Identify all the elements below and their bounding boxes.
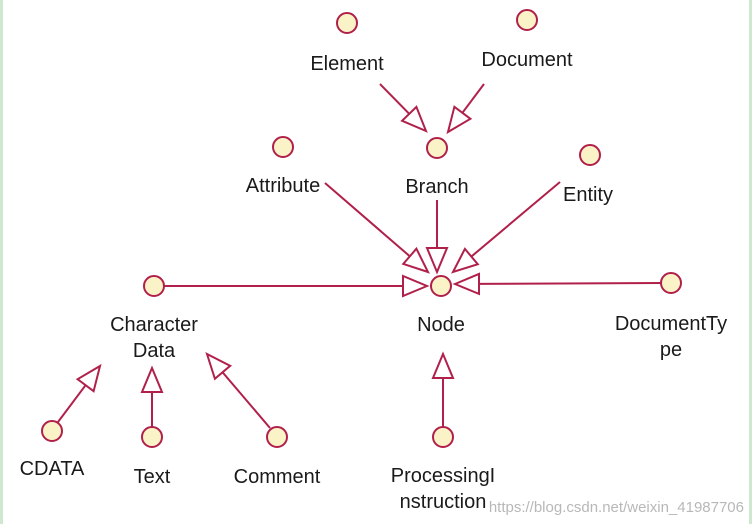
- generalization-arrowhead: [452, 272, 480, 296]
- generalization-arrowhead: [75, 363, 102, 393]
- node-entity-label-line: Entity: [563, 184, 613, 206]
- generalization-arrowhead: [431, 351, 455, 379]
- edge-line: [221, 371, 271, 429]
- edge-line: [461, 83, 485, 114]
- node-branch-circle: [426, 137, 448, 159]
- edge-branch-node: [425, 200, 449, 275]
- edge-cdata-characterdata: [57, 363, 102, 423]
- edge-document-branch: [446, 83, 485, 135]
- edge-entity-node: [451, 181, 561, 274]
- edge-characterdata-node: [164, 274, 430, 298]
- node-processinginstruction-label: ProcessingI nstruction: [391, 465, 496, 513]
- frame-border-left: [0, 0, 3, 524]
- edge-text-characterdata: [140, 365, 164, 427]
- node-comment-label-line: Comment: [234, 466, 321, 488]
- node-documenttype-label: DocumentTy pe: [615, 313, 727, 361]
- node-entity-label: Entity: [563, 184, 613, 206]
- edge-documenttype-node: [452, 272, 662, 296]
- node-text-label-line: Text: [134, 466, 171, 488]
- node-attribute-circle: [272, 136, 294, 158]
- node-documenttype-circle: [660, 272, 682, 294]
- node-characterdata-circle: [143, 275, 165, 297]
- nodes-layer: [41, 9, 682, 448]
- generalization-arrowhead: [402, 274, 430, 298]
- node-element-label: Element: [310, 53, 384, 75]
- generalization-arrowhead: [401, 246, 430, 274]
- node-attribute-label: Attribute: [246, 175, 320, 197]
- node-comment-label: Comment: [234, 466, 321, 488]
- node-text-circle: [141, 426, 163, 448]
- node-node-circle: [430, 275, 452, 297]
- node-processinginstruction-label-line: nstruction: [400, 491, 487, 513]
- generalization-arrowhead: [140, 365, 164, 393]
- node-cdata-label-line: CDATA: [20, 458, 85, 480]
- node-node-label: Node: [417, 314, 465, 336]
- generalization-arrowhead: [400, 105, 428, 133]
- node-comment-circle: [266, 426, 288, 448]
- node-node-label-line: Node: [417, 314, 465, 336]
- node-characterdata-label-line: Character: [110, 314, 198, 336]
- generalization-arrowhead: [205, 352, 232, 381]
- generalization-arrowhead: [451, 247, 480, 274]
- node-cdata-label: CDATA: [20, 458, 85, 480]
- node-entity-circle: [579, 144, 601, 166]
- edge-line: [324, 182, 411, 258]
- node-element-circle: [336, 12, 358, 34]
- node-branch-label-line: Branch: [405, 176, 468, 198]
- node-cdata-circle: [41, 420, 63, 442]
- edge-line: [478, 282, 662, 285]
- generalization-arrowhead: [446, 105, 473, 135]
- node-element-label-line: Element: [310, 53, 384, 75]
- node-documenttype-label-line: DocumentTy: [615, 313, 727, 335]
- edge-line: [470, 181, 561, 258]
- edge-element-branch: [379, 83, 428, 133]
- node-document-label: Document: [481, 49, 573, 71]
- node-branch-label: Branch: [405, 176, 468, 198]
- node-attribute-label-line: Attribute: [246, 175, 320, 197]
- frame-border-right: [749, 0, 752, 524]
- watermark-text: https://blog.csdn.net/weixin_41987706: [489, 499, 744, 516]
- edge-attribute-node: [324, 182, 430, 274]
- node-documenttype-label-line: pe: [660, 339, 682, 361]
- edge-processinginstruction-node: [431, 351, 455, 427]
- node-processinginstruction-circle: [432, 426, 454, 448]
- edge-line: [57, 384, 87, 423]
- generalization-arrowhead: [425, 247, 449, 275]
- edge-comment-characterdata: [205, 352, 271, 429]
- node-text-label: Text: [134, 466, 171, 488]
- node-document-circle: [516, 9, 538, 31]
- node-characterdata-label-line: Data: [133, 340, 176, 362]
- node-document-label-line: Document: [481, 49, 573, 71]
- node-processinginstruction-label-line: ProcessingI: [391, 465, 496, 487]
- edges-layer: [57, 83, 662, 429]
- edge-line: [379, 83, 410, 115]
